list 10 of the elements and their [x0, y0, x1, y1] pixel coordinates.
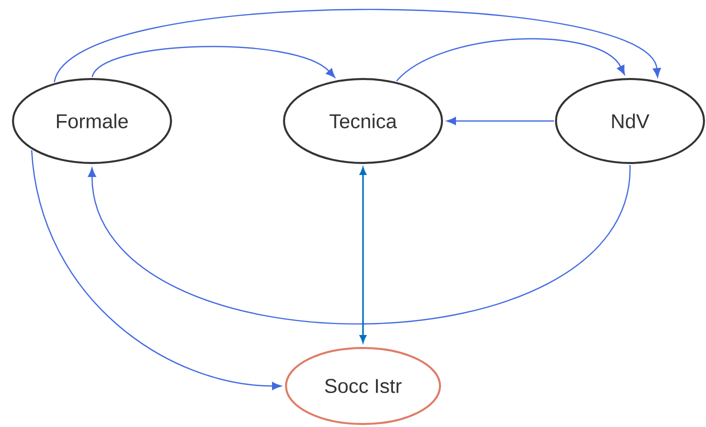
arrow — [31, 150, 282, 390]
arrow — [446, 116, 554, 125]
arrow — [396, 38, 625, 82]
ellipse-node: Formale — [12, 78, 172, 164]
ellipse-node: Tecnica — [283, 78, 443, 164]
ellipse-node: Socc Istr — [285, 346, 441, 425]
arrow — [88, 164, 631, 324]
arrow — [360, 167, 366, 343]
arrow — [92, 46, 336, 78]
ellipse-node: NdV — [555, 78, 705, 164]
